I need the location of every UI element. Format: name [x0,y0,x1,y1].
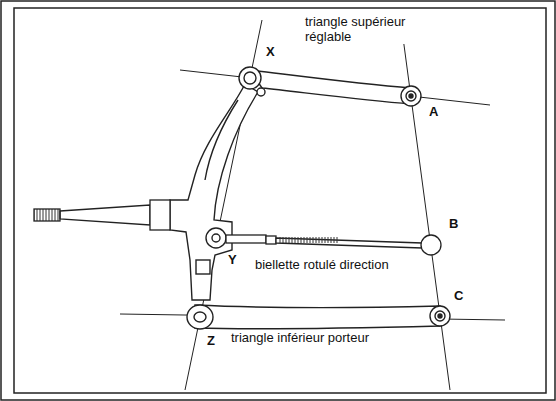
construction-lines [120,15,505,390]
upper-arm [250,70,421,106]
stub-axle [34,200,170,230]
lower-arm [187,305,450,329]
part-name: triangle inférieur porteur [229,330,371,345]
point-letter: A [427,104,440,119]
inner-frame [14,8,546,393]
point-letter: C [452,288,465,303]
part-name: biellette rotulé direction [253,257,391,272]
point-letter: Y [226,252,239,267]
part-name: triangle supérieur réglable [303,14,429,44]
steering-knuckle [170,67,265,300]
point-letter: X [264,44,277,59]
point-letter: B [447,216,460,231]
point-letter: Z [205,333,217,348]
tie-rod [226,235,441,255]
